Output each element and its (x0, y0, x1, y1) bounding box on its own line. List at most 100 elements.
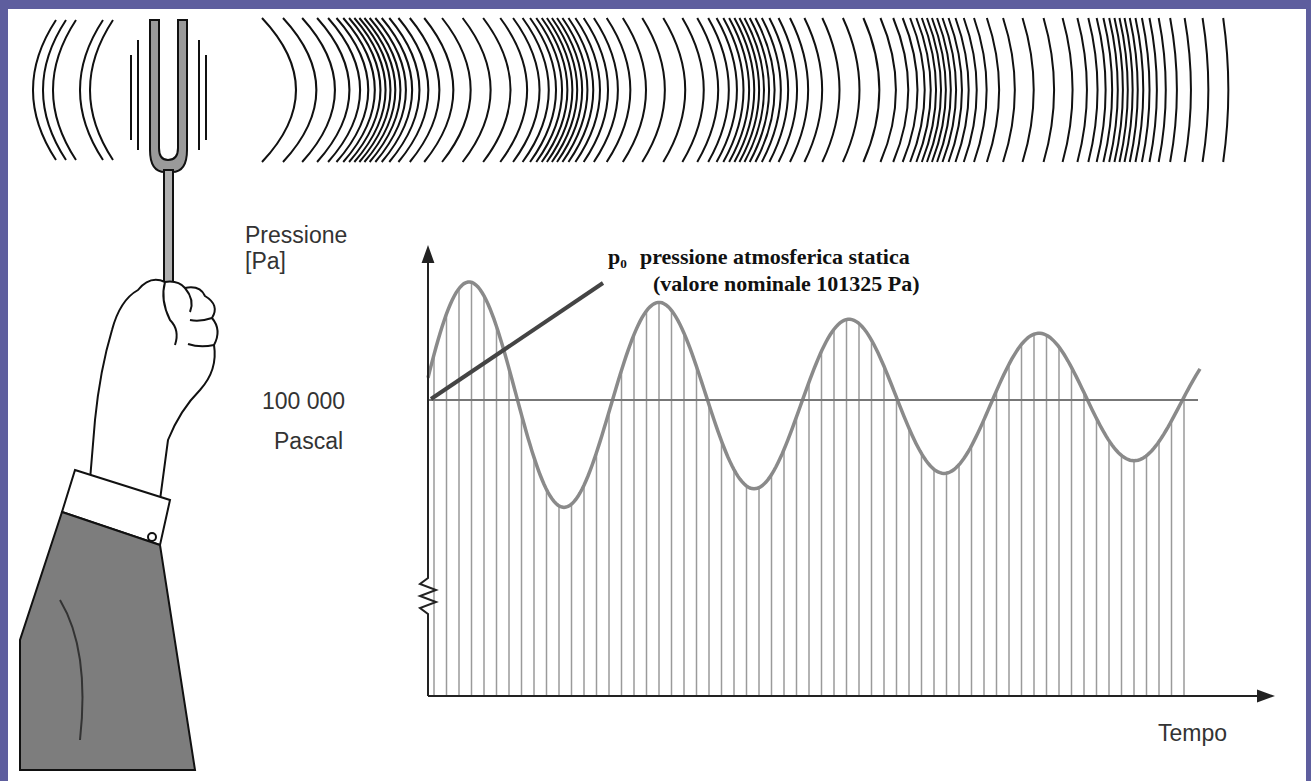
pressure-bar (458, 289, 460, 696)
pressure-bar (658, 302, 660, 695)
wavefront (734, 18, 754, 162)
wavefront (779, 18, 798, 162)
wavefront (955, 18, 968, 162)
wavefront (642, 18, 665, 162)
wavefront (1077, 18, 1087, 162)
wavefront (547, 18, 572, 162)
pressure-bar (1121, 456, 1123, 696)
wavefront (336, 18, 368, 162)
wavefront (500, 18, 527, 162)
pressure-bar (946, 473, 948, 695)
static-pressure-line (428, 399, 1198, 401)
pressure-bar (896, 398, 898, 696)
wavefront (1130, 18, 1138, 162)
wavefront (43, 20, 66, 160)
wavefront (987, 18, 999, 162)
wavefront (1142, 18, 1150, 162)
pressure-bar (646, 311, 648, 695)
wavefront (1044, 18, 1055, 162)
pressure-bar (733, 470, 735, 695)
pressure-bar (633, 335, 635, 695)
sound-wavefronts (33, 18, 1228, 162)
wavefront (1170, 18, 1177, 162)
tuning-fork (131, 20, 206, 290)
wavefront (594, 18, 618, 162)
pressure-bar (496, 327, 498, 696)
label: p₀ (608, 244, 627, 269)
wavefront (1125, 18, 1133, 162)
pressure-bar (1133, 461, 1135, 695)
wavefront (410, 18, 440, 162)
pressure-bar (446, 314, 448, 695)
pressure-bar (746, 486, 748, 695)
pressure-bar (783, 450, 785, 696)
wavefront (744, 18, 764, 162)
pressure-bar (1158, 442, 1160, 696)
pressure-bar (1183, 397, 1185, 695)
wavefront (682, 18, 703, 162)
pressure-bar (471, 282, 473, 695)
label: (valore nominale 101325 Pa) (653, 271, 920, 296)
wavefront (80, 20, 103, 160)
axes (420, 248, 1272, 701)
wavefront (623, 18, 646, 162)
pressure-bar (883, 366, 885, 695)
pressure-bar (1171, 421, 1173, 695)
wavefront (943, 18, 957, 162)
wavefront (974, 18, 987, 162)
wavefront (949, 18, 962, 162)
pressure-bar (921, 454, 923, 695)
pressure-bar (596, 453, 598, 696)
wavefront (1109, 18, 1118, 162)
wavefront (1088, 18, 1097, 162)
wavefront (843, 18, 860, 162)
wavefront (822, 18, 839, 162)
wavefront (1097, 18, 1106, 162)
pressure-bar (558, 506, 560, 695)
label: Pascal (274, 428, 343, 454)
pressure-bar (821, 351, 823, 695)
wavefront (739, 18, 759, 162)
pressure-bar (583, 485, 585, 695)
wavefront (790, 18, 808, 162)
pressure-bar (683, 333, 685, 695)
wavefront (389, 18, 419, 162)
wavefront (302, 18, 335, 162)
hand (20, 280, 218, 770)
pressure-bar (696, 367, 698, 696)
pressure-bar (808, 382, 810, 695)
wavefront (442, 18, 471, 162)
pressure-bar (858, 324, 860, 696)
pressure-bar (871, 340, 873, 695)
wavefront (1159, 18, 1166, 162)
wavefront (893, 18, 908, 162)
label: pressione atmosferica statica (640, 244, 910, 269)
wavefront (910, 18, 925, 162)
wavefront (1185, 18, 1191, 162)
pressure-bar (1046, 335, 1048, 695)
wavefront (1203, 18, 1209, 162)
pressure-bar (1146, 456, 1148, 695)
pressure-bar (1021, 344, 1023, 695)
pressure-bar (708, 405, 710, 695)
wavefront (1119, 18, 1127, 162)
pressure-bar (671, 310, 673, 695)
wavefront (283, 18, 316, 162)
pressure-bar (971, 446, 973, 695)
wavefront (382, 18, 412, 162)
wavefront (663, 18, 685, 162)
wavefront (769, 18, 788, 162)
pressure-bar (608, 412, 610, 695)
wavefront (729, 18, 749, 162)
pressure-bar (621, 370, 623, 695)
wavefront (697, 18, 718, 162)
wavefront (562, 18, 587, 162)
pressure-bar (908, 428, 910, 695)
pressure-bar (771, 475, 773, 695)
wavefront (584, 18, 608, 162)
pressure-bar (721, 441, 723, 695)
pressure-bar (1008, 364, 1010, 695)
wavefront (1003, 18, 1015, 162)
wavefront (530, 18, 556, 162)
pressure-bar (933, 469, 935, 695)
